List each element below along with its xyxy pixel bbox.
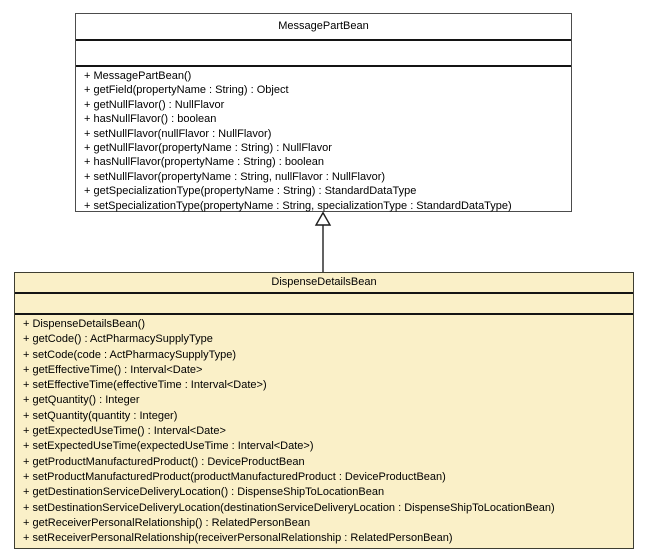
method-item: + hasNullFlavor(propertyName : String) :… [84, 156, 324, 169]
attributes-compartment-messagepartbean [76, 41, 571, 67]
generalization-arrow [314, 212, 332, 272]
method-item: + setNullFlavor(nullFlavor : NullFlavor) [84, 127, 272, 140]
method-item: + getField(propertyName : String) : Obje… [84, 84, 289, 97]
method-item: + getExpectedUseTime() : Interval<Date> [23, 425, 226, 438]
method-item: + setNullFlavor(propertyName : String, n… [84, 170, 386, 183]
methods-compartment-dispensedetailsbean: + DispenseDetailsBean() + getCode() : Act… [15, 315, 633, 546]
class-title-dispensedetailsbean[interactable]: DispenseDetailsBean [15, 273, 633, 294]
method-item: + getQuantity() : Integer [23, 394, 140, 407]
method-item: + getProductManufacturedProduct() : Devi… [23, 455, 305, 468]
method-item: + getReceiverPersonalRelationship() : Re… [23, 516, 311, 529]
method-item: + setEffectiveTime(effectiveTime : Inter… [23, 379, 267, 392]
method-item: + setQuantity(quantity : Integer) [23, 409, 178, 422]
hollow-triangle-arrowhead [314, 212, 332, 226]
method-item: + setSpecializationType(propertyName : S… [84, 199, 512, 212]
method-item: + DispenseDetailsBean() [23, 318, 145, 330]
method-item: + setDestinationServiceDeliveryLocation(… [23, 501, 555, 514]
attributes-compartment-dispensedetailsbean [15, 294, 633, 315]
method-item: + getNullFlavor() : NullFlavor [84, 98, 225, 111]
class-box-dispensedetailsbean[interactable]: DispenseDetailsBean + DispenseDetailsBea… [14, 272, 634, 549]
method-item: + getNullFlavor(propertyName : String) :… [84, 142, 332, 155]
method-item: + getDestinationServiceDeliveryLocation(… [23, 486, 385, 499]
method-item: + setReceiverPersonalRelationship(receiv… [23, 532, 453, 545]
method-item: + getCode() : ActPharmacySupplyType [23, 333, 213, 346]
method-item: + getSpecializationType(propertyName : S… [84, 185, 417, 198]
class-title-messagepartbean[interactable]: MessagePartBean [76, 14, 571, 41]
method-item: + getEffectiveTime() : Interval<Date> [23, 363, 203, 376]
method-item: + setProductManufacturedProduct(productM… [23, 470, 446, 483]
class-box-messagepartbean[interactable]: MessagePartBean + MessagePartBean() + get… [75, 13, 572, 212]
method-item: + setExpectedUseTime(expectedUseTime : I… [23, 440, 314, 453]
method-item: + hasNullFlavor() : boolean [84, 113, 217, 126]
method-item: + setCode(code : ActPharmacySupplyType) [23, 348, 237, 361]
method-item: + MessagePartBean() [84, 70, 192, 82]
methods-compartment-messagepartbean: + MessagePartBean() + getField(propertyNa… [76, 67, 571, 213]
